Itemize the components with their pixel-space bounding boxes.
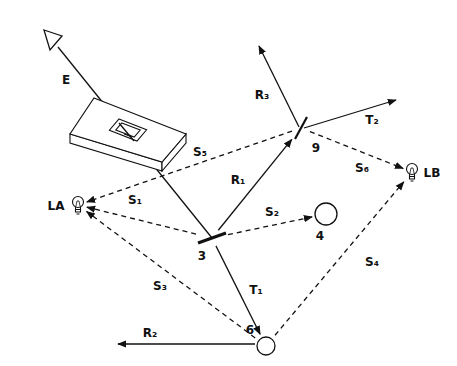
reflected-ray — [118, 343, 255, 344]
ray-label: E — [61, 74, 71, 87]
detector-circle: 6 — [256, 336, 276, 356]
callout-number: LA — [48, 199, 65, 213]
reflected-ray — [259, 46, 299, 127]
ray-label: T₁ — [248, 284, 263, 297]
ray-label: S₁ — [127, 194, 143, 207]
eye-symbol — [44, 30, 62, 50]
beam-splitter-plate: 9 — [293, 116, 309, 140]
ray-label: R₂ — [142, 327, 159, 340]
callout-number: 3 — [198, 249, 206, 263]
scattered-light-ray — [228, 217, 312, 235]
lamp-symbol-outline — [405, 162, 419, 182]
ray-label: S₂ — [264, 206, 280, 219]
specimen-slab — [70, 98, 186, 171]
ray-label: R₃ — [254, 89, 271, 102]
beam-splitter-plate-outline — [293, 116, 309, 140]
ray-label: T₂ — [364, 114, 379, 127]
ray-label: S₅ — [192, 146, 208, 159]
callout-number: 9 — [312, 141, 320, 155]
ray-label: S₃ — [152, 280, 168, 293]
lamp-symbol-outline — [71, 195, 85, 215]
scattered-light-ray — [87, 207, 196, 234]
beam-splitter-plate-outline — [197, 231, 227, 245]
callout-number: LB — [424, 166, 441, 180]
ray-label: S₄ — [364, 256, 380, 269]
detector-circle: 4 — [314, 202, 338, 226]
beam-splitter-plate: 3 — [197, 231, 227, 245]
lamp-symbol: LA — [71, 195, 85, 215]
transmitted-ray — [304, 100, 396, 128]
scattered-light-ray — [275, 182, 404, 335]
eye-ray — [119, 123, 134, 141]
detector-circle-outline — [314, 202, 338, 226]
eye-ray — [58, 47, 212, 238]
callout-number: 6 — [246, 323, 254, 337]
scattered-light-ray — [87, 131, 292, 202]
scattered-light-ray — [87, 211, 256, 337]
ray-label: S₆ — [354, 162, 370, 175]
detector-circle-outline — [256, 336, 276, 356]
lamp-symbol: LB — [405, 162, 419, 182]
ray-label: R₁ — [230, 174, 247, 187]
callout-number: 4 — [316, 229, 324, 243]
